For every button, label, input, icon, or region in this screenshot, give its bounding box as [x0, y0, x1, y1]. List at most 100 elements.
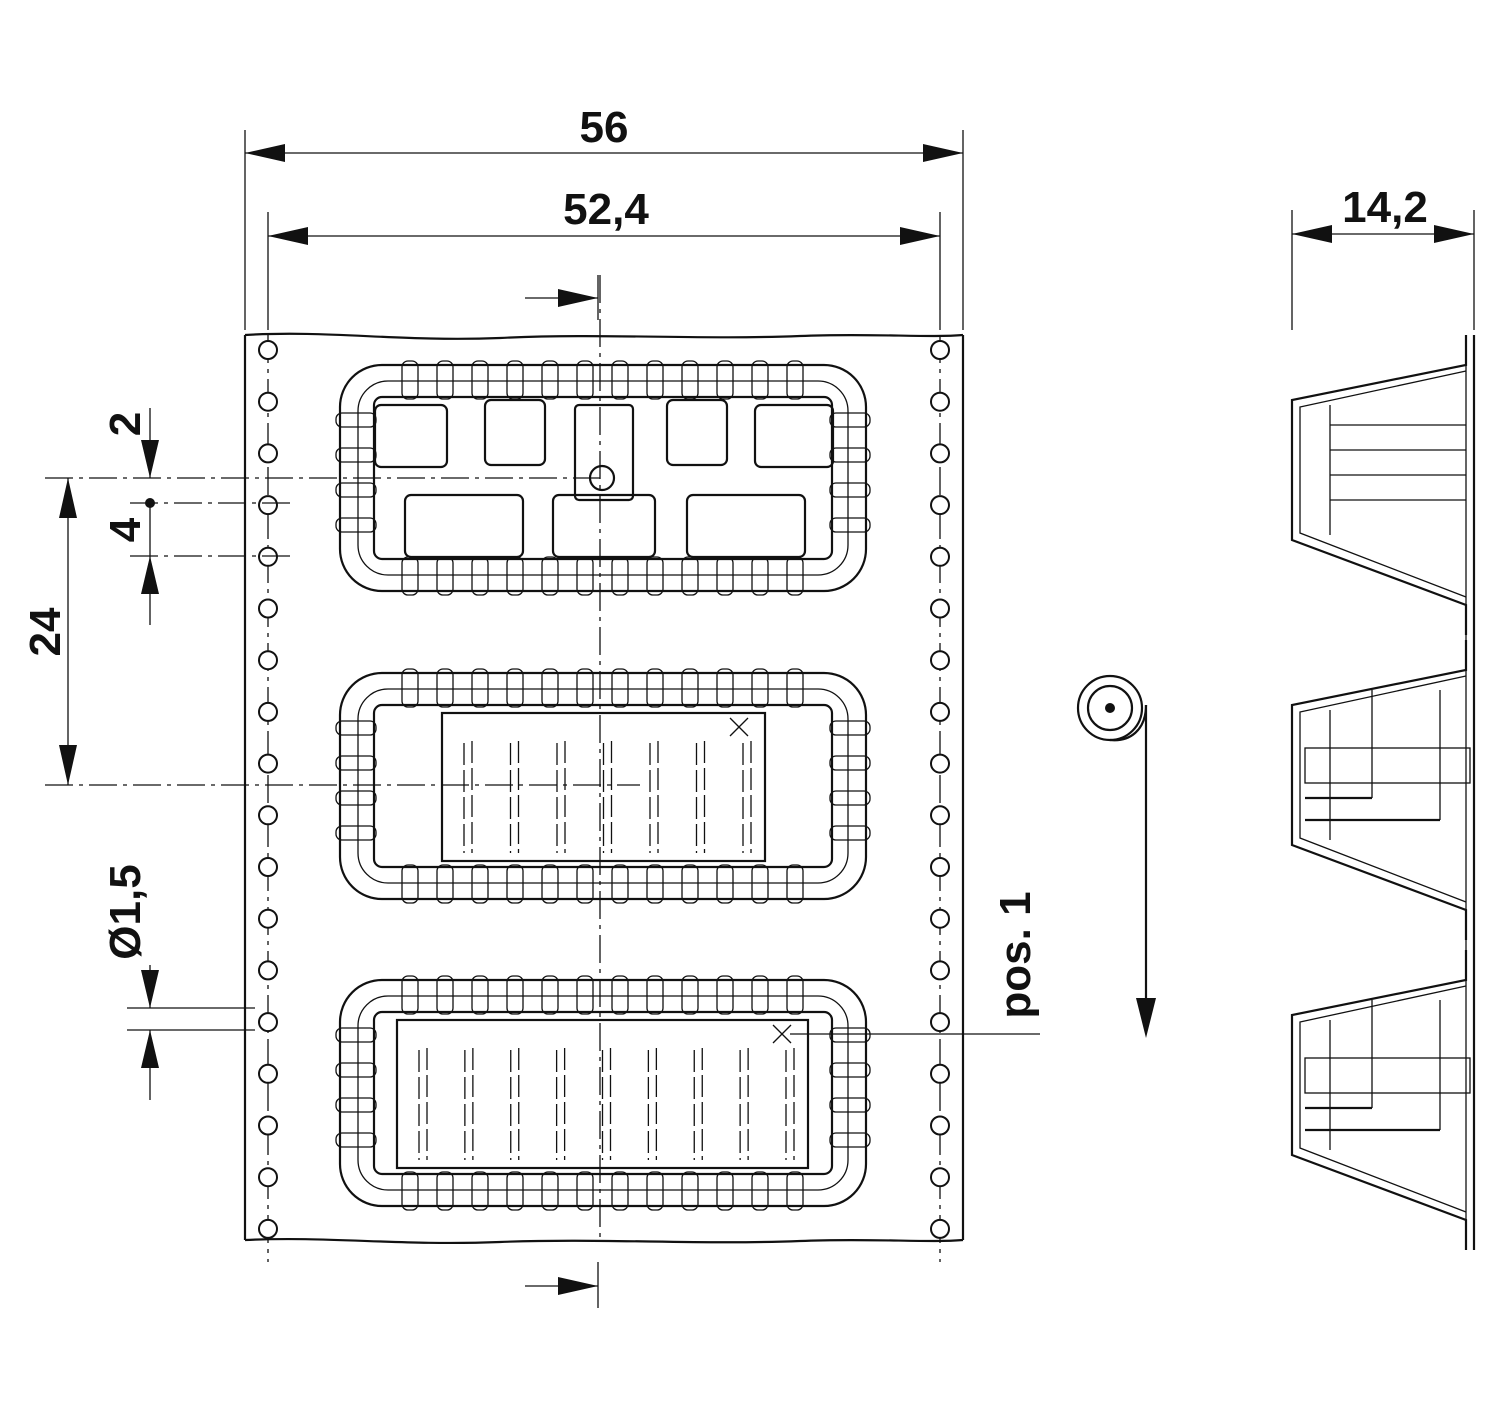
- pocket-rib: [786, 864, 804, 904]
- pocket-rib: [716, 360, 734, 400]
- pocket-rib: [335, 755, 377, 771]
- side-view-cell: [1290, 335, 1468, 635]
- pocket-rib: [646, 360, 664, 400]
- pocket-rib: [646, 975, 664, 1015]
- pocket-rib: [401, 1171, 419, 1211]
- pocket-rib: [471, 556, 489, 596]
- pocket-rib: [436, 556, 454, 596]
- pocket-rib: [646, 1171, 664, 1211]
- pocket-rib: [716, 864, 734, 904]
- pocket-floor: [372, 1010, 834, 1176]
- pocket-rib: [335, 720, 377, 736]
- side-view-cell: [1290, 950, 1471, 1250]
- pocket-rib: [401, 975, 419, 1015]
- sprocket-hole: [258, 650, 278, 671]
- side-view-inner: [1299, 675, 1467, 903]
- pocket-rib: [335, 1132, 377, 1148]
- pocket-rib: [681, 975, 699, 1015]
- dimension-52-4-label: 52,4: [563, 185, 649, 234]
- pocket-rib: [541, 1171, 559, 1211]
- pocket-rib: [829, 1062, 871, 1078]
- sprocket-hole: [930, 1218, 950, 1239]
- dimension-2-label: 2: [101, 412, 150, 436]
- dimension-diameter-label: Ø1,5: [101, 864, 150, 959]
- pocket-rib: [611, 1171, 629, 1211]
- dimension-4-label: 4: [101, 517, 150, 542]
- sprocket-hole: [930, 598, 950, 619]
- sprocket-hole: [930, 546, 950, 567]
- pocket-rib: [576, 975, 594, 1015]
- pocket-cavity: [685, 493, 807, 559]
- pocket-outer: [338, 671, 868, 901]
- pocket-rib: [335, 412, 377, 428]
- pocket-rib: [506, 360, 524, 400]
- pin1-mark: [729, 717, 749, 737]
- carrier-tape: [243, 275, 965, 1308]
- pocket-floor: [372, 703, 834, 869]
- pocket: [335, 360, 871, 596]
- sprocket-hole: [258, 960, 278, 981]
- pocket-rib: [681, 864, 699, 904]
- dimension-side-depth: 14,2: [1291, 183, 1475, 330]
- pocket-rib: [829, 412, 871, 428]
- sprocket-hole: [258, 805, 278, 826]
- pocket-rib: [829, 517, 871, 533]
- pocket-rib: [786, 975, 804, 1015]
- pocket-cavity: [483, 398, 547, 467]
- pocket-rib: [471, 1171, 489, 1211]
- pocket-rib: [436, 668, 454, 708]
- pocket-rib: [576, 864, 594, 904]
- pocket-rib: [471, 668, 489, 708]
- sprocket-hole: [258, 598, 278, 619]
- pocket: [335, 668, 871, 904]
- side-view-profile: [1290, 335, 1476, 1250]
- pocket-rib: [716, 975, 734, 1015]
- pocket-rib: [751, 360, 769, 400]
- sprocket-hole: [258, 1115, 278, 1136]
- pocket-cavity: [551, 493, 657, 559]
- pocket-rib: [541, 864, 559, 904]
- pos-1-label: pos. 1: [991, 891, 1040, 1018]
- pocket-rib: [471, 864, 489, 904]
- connector-body: [395, 1018, 810, 1170]
- pocket-rib: [611, 360, 629, 400]
- sprocket-hole: [258, 443, 278, 464]
- pocket-rib: [716, 556, 734, 596]
- pocket-rib: [506, 975, 524, 1015]
- side-view-cell: [1290, 640, 1471, 940]
- side-view-inner: [1299, 985, 1467, 1213]
- sprocket-hole: [258, 857, 278, 877]
- sprocket-hole: [930, 495, 950, 516]
- pocket-rib: [335, 1062, 377, 1078]
- dimension-56-label: 56: [580, 103, 629, 152]
- pocket-wall: [357, 995, 849, 1191]
- pocket-rib: [786, 668, 804, 708]
- sprocket-hole: [930, 1063, 950, 1084]
- sprocket-hole: [258, 1063, 278, 1084]
- pocket-rib: [829, 1097, 871, 1113]
- side-view-outline: [1290, 640, 1468, 940]
- sprocket-hole: [930, 340, 950, 360]
- pocket-rib: [506, 864, 524, 904]
- pocket-rib: [751, 556, 769, 596]
- pocket-rib: [576, 668, 594, 708]
- pocket-rib: [751, 1171, 769, 1211]
- dimension-14-2-label: 14,2: [1342, 183, 1428, 232]
- pocket-rib: [335, 1097, 377, 1113]
- pocket-outer: [338, 363, 868, 593]
- pin1-mark: [772, 1024, 792, 1044]
- sprocket-hole: [258, 1167, 278, 1188]
- pocket-cavity: [403, 493, 525, 559]
- pocket-rib: [576, 360, 594, 400]
- pocket-rib: [829, 825, 871, 841]
- sprocket-hole: [258, 340, 278, 360]
- pocket-rib: [829, 482, 871, 498]
- dimension-pocket-pitch: 24: [21, 477, 640, 786]
- pocket-outer: [338, 978, 868, 1208]
- pocket-rib: [335, 447, 377, 463]
- pocket-rib: [681, 360, 699, 400]
- pocket-rib: [611, 864, 629, 904]
- pocket-rib: [786, 1171, 804, 1211]
- pocket-rib: [829, 790, 871, 806]
